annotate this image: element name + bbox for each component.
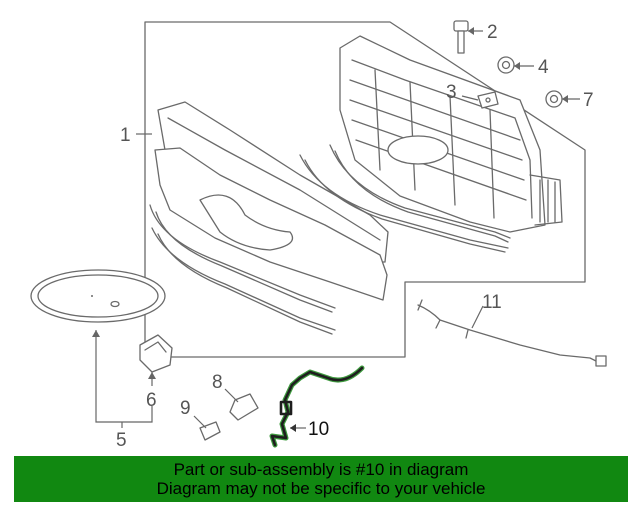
camera-part-6[interactable]	[139, 334, 173, 373]
grille-shell[interactable]	[339, 35, 563, 233]
trim-strip-b[interactable]	[151, 227, 336, 331]
callout-9: 9	[180, 398, 191, 419]
trim-strip-c-inner	[304, 159, 506, 253]
callout-4: 4	[538, 57, 549, 78]
callout-7: 7	[583, 90, 594, 111]
wire-harness-part-11[interactable]	[417, 299, 607, 367]
nut-part-4[interactable]	[497, 56, 515, 74]
lower-bar[interactable]	[154, 147, 388, 301]
wire-harness-part-10[interactable]	[269, 365, 365, 448]
assembly-outline	[144, 21, 586, 358]
trim-strip-b-inner	[157, 233, 333, 335]
arrowhead-7	[562, 95, 568, 103]
bracket-part-3[interactable]	[477, 91, 499, 109]
leader-11	[471, 305, 484, 329]
callout-5: 5	[116, 430, 127, 451]
trim-strip-d[interactable]	[329, 144, 511, 239]
emblem-part-5[interactable]	[30, 269, 166, 323]
callout-11: 11	[482, 292, 502, 313]
callout-10: 10	[308, 419, 329, 440]
callout-2: 2	[487, 22, 498, 43]
leader-9	[193, 415, 207, 429]
notice-banner: Part or sub-assembly is #10 in diagram D…	[14, 456, 628, 502]
callout-8: 8	[212, 372, 223, 393]
trim-strip-a[interactable]	[149, 204, 336, 309]
leader-3	[461, 95, 479, 101]
leader-8	[224, 388, 239, 403]
arrowhead-4	[514, 62, 520, 70]
banner-line-1: Part or sub-assembly is #10 in diagram	[173, 460, 469, 479]
arrowhead-2	[468, 27, 474, 35]
arrowhead-6	[148, 372, 156, 379]
trim-strip-d-inner	[334, 150, 509, 243]
arrowhead-5	[92, 330, 100, 337]
bolt-part-2[interactable]	[453, 20, 469, 54]
callout-3: 3	[446, 82, 457, 103]
bracket-5	[95, 330, 153, 423]
arrowhead-10	[290, 424, 296, 432]
trim-strip-c[interactable]	[299, 154, 509, 249]
callout-1: 1	[120, 125, 131, 146]
banner-line-2: Diagram may not be specific to your vehi…	[156, 479, 486, 498]
trim-strip-a-inner	[155, 211, 333, 313]
nut-part-7[interactable]	[545, 90, 563, 108]
callout-6: 6	[146, 390, 157, 411]
